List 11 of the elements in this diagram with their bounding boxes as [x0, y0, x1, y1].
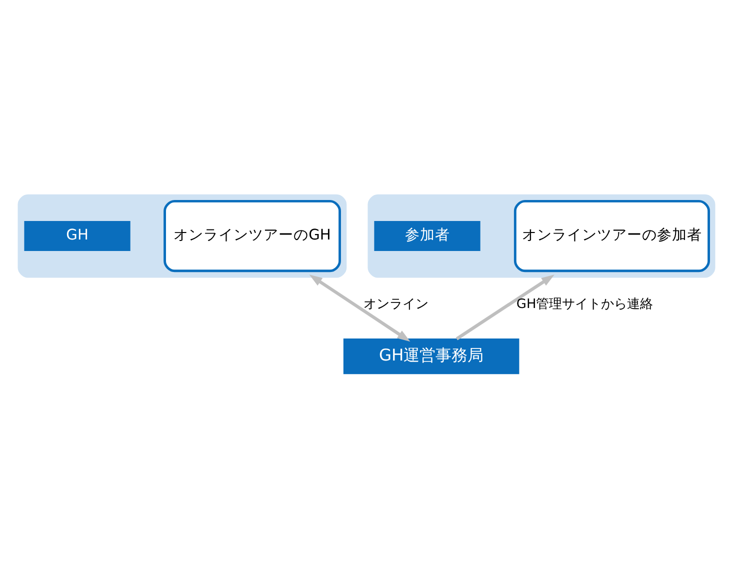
node-box: 参加者	[374, 221, 480, 252]
edge-label: オンライン	[364, 296, 429, 312]
arrow	[309, 274, 410, 342]
cluster	[368, 194, 716, 278]
cluster	[18, 194, 347, 278]
arrow	[456, 274, 554, 340]
node-box: オンラインツアーの参加者	[514, 200, 710, 272]
node-box: GH運営事務局	[343, 338, 520, 374]
node-box: オンラインツアーのGH	[164, 200, 341, 272]
edge-label: GH管理サイトから連絡	[516, 296, 654, 312]
node-box: GH	[24, 221, 130, 252]
